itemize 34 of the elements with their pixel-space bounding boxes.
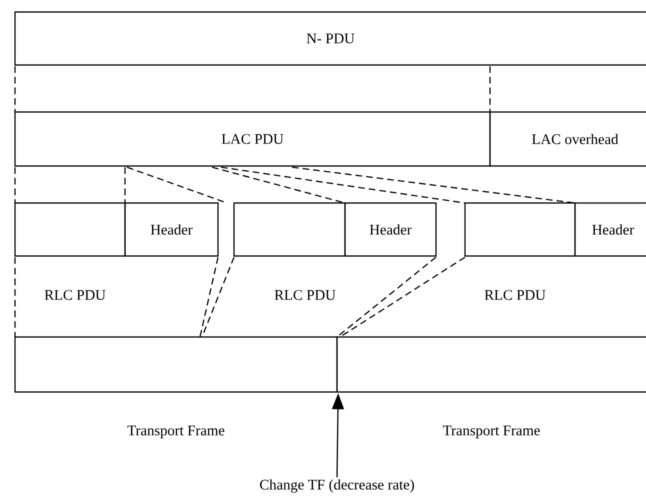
mapping-line — [199, 257, 219, 338]
data-box — [464, 202, 576, 257]
node-label: LAC overhead — [532, 134, 618, 144]
data-box — [233, 202, 346, 257]
mapping-line — [14, 66, 16, 112]
mapping-line — [292, 166, 576, 204]
node-label: Header — [150, 224, 193, 235]
layer-label: RLC PDU — [44, 290, 106, 300]
mapping-line — [14, 257, 16, 337]
node-label: LAC PDU — [222, 134, 284, 144]
frame-box — [14, 336, 338, 393]
layer-label: RLC PDU — [274, 290, 336, 300]
mapping-line — [340, 256, 466, 338]
pdu-box — [14, 11, 646, 66]
frame-label: Transport Frame — [127, 426, 224, 438]
overhead-box — [489, 111, 646, 167]
mapping-line — [14, 167, 16, 203]
data-box — [14, 202, 126, 257]
note-text: Change TF (decrease rate) — [260, 479, 414, 493]
mapping-line — [336, 256, 436, 338]
header-box — [344, 202, 437, 257]
mapping-line — [220, 166, 466, 204]
node-label: Header — [592, 224, 634, 235]
header-box — [124, 202, 219, 257]
node-label: Header — [370, 224, 412, 235]
mapping-line — [489, 66, 491, 112]
pdu-box — [14, 111, 491, 167]
frame-label: Transport Frame — [442, 426, 540, 438]
header-box — [574, 202, 646, 257]
node-label: N- PDU — [306, 34, 354, 44]
mapping-line — [124, 167, 126, 203]
mapping-line — [201, 256, 235, 338]
layer-label: RLC PDU — [484, 290, 546, 300]
frame-box — [336, 336, 646, 393]
